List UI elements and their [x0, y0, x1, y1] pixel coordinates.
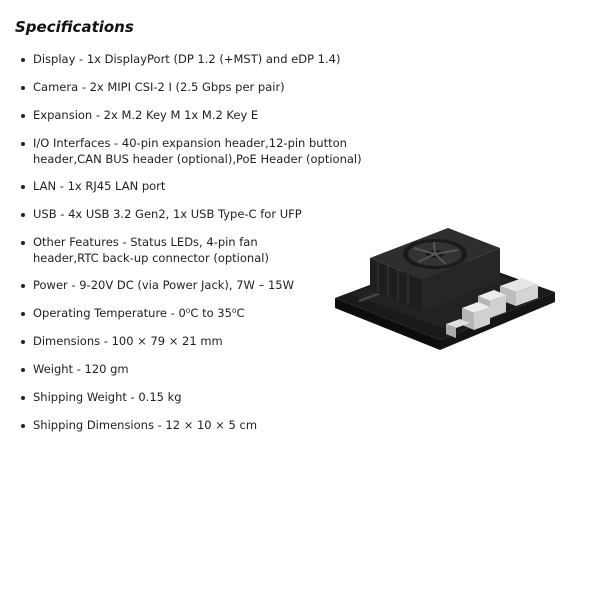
spec-text: Shipping Dimensions - 12 × 10 × 5 cm: [33, 418, 258, 432]
spec-item-io-interfaces: I/O Interfaces - 40-pin expansion header…: [0, 136, 362, 167]
spec-text: LAN - 1x RJ45 LAN port: [33, 179, 166, 193]
spec-item-lan: LAN - 1x RJ45 LAN port: [0, 179, 165, 195]
bullet-icon: [21, 58, 25, 62]
bullet-icon: [21, 142, 25, 146]
spec-text: Power - 9-20V DC (via Power Jack), 7W – …: [33, 278, 294, 292]
bullet-icon: [21, 424, 25, 428]
spec-text-line: Other Features - Status LEDs, 4-pin fan: [33, 235, 258, 249]
spec-text: Dimensions - 100 × 79 × 21 mm: [33, 334, 223, 348]
spec-text: Camera - 2x MIPI CSI-2 I (2.5 Gbps per p…: [33, 80, 285, 94]
spec-text-line: header,RTC back-up connector (optional): [33, 250, 269, 265]
bullet-icon: [21, 396, 25, 400]
spec-item-camera: Camera - 2x MIPI CSI-2 I (2.5 Gbps per p…: [0, 80, 285, 96]
spec-item-expansion: Expansion - 2x M.2 Key M 1x M.2 Key E: [0, 108, 258, 124]
spec-text: Operating Temperature - 0⁰C to 35⁰C: [33, 306, 245, 320]
spec-item-shipping-weight: Shipping Weight - 0.15 kg: [0, 390, 182, 406]
spec-item-display: Display - 1x DisplayPort (DP 1.2 (+MST) …: [0, 52, 340, 68]
spec-text: Weight - 120 gm: [33, 362, 129, 376]
spec-item-other-features: Other Features - Status LEDs, 4-pin fan …: [0, 235, 269, 266]
bullet-icon: [21, 312, 25, 316]
spec-text: Display - 1x DisplayPort (DP 1.2 (+MST) …: [33, 52, 341, 66]
spec-item-power: Power - 9-20V DC (via Power Jack), 7W – …: [0, 278, 294, 294]
bullet-icon: [21, 284, 25, 288]
bullet-icon: [21, 241, 25, 245]
spec-text: USB - 4x USB 3.2 Gen2, 1x USB Type-C for…: [33, 207, 302, 221]
bullet-icon: [21, 86, 25, 90]
spec-item-shipping-dimensions: Shipping Dimensions - 12 × 10 × 5 cm: [0, 418, 257, 434]
spec-item-dimensions: Dimensions - 100 × 79 × 21 mm: [0, 334, 223, 350]
spec-item-operating-temperature: Operating Temperature - 0⁰C to 35⁰C: [0, 306, 245, 322]
bullet-icon: [21, 368, 25, 372]
spec-text: I/O Interfaces - 40-pin expansion header…: [33, 136, 362, 167]
specifications-heading: Specifications: [15, 18, 134, 36]
spec-text: Other Features - Status LEDs, 4-pin fan …: [33, 235, 269, 266]
bullet-icon: [21, 340, 25, 344]
dev-kit-board-image: [335, 228, 555, 350]
spec-item-weight: Weight - 120 gm: [0, 362, 129, 378]
spec-text-line: header,CAN BUS header (optional),PoE Hea…: [33, 151, 362, 166]
spec-text-line: I/O Interfaces - 40-pin expansion header…: [33, 136, 347, 150]
bullet-icon: [21, 114, 25, 118]
spec-text: Expansion - 2x M.2 Key M 1x M.2 Key E: [33, 108, 259, 122]
bullet-icon: [21, 213, 25, 217]
spec-text: Shipping Weight - 0.15 kg: [33, 390, 182, 404]
bullet-icon: [21, 185, 25, 189]
spec-item-usb: USB - 4x USB 3.2 Gen2, 1x USB Type-C for…: [0, 207, 302, 223]
